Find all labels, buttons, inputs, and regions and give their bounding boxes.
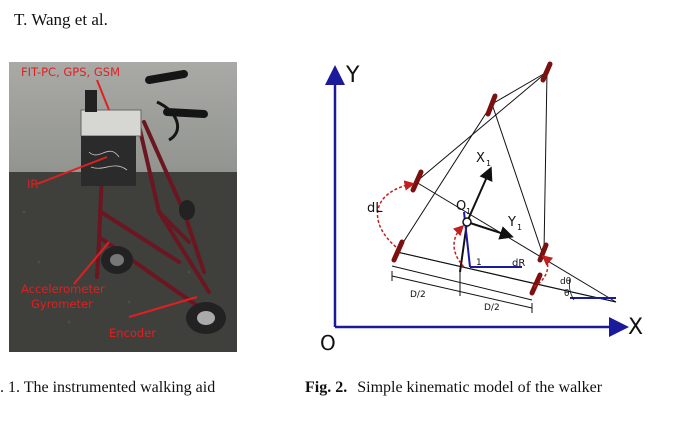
figure2-caption-text: Simple kinematic model of the walker <box>357 379 603 396</box>
figure2-caption: Fig. 2. Simple kinematic model of the wa… <box>305 378 665 397</box>
label-Y1: Y <box>507 215 516 230</box>
origin-label: O <box>320 331 336 355</box>
axis-y-label: Y <box>345 63 360 88</box>
figure2-caption-label: Fig. 2. <box>305 379 348 396</box>
front-wheel <box>101 246 133 274</box>
label-fitpc: FIT-PC, GPS, GSM <box>21 65 120 79</box>
label-Y1-sub: 1 <box>517 223 522 232</box>
dim-left-half: D/2 <box>410 290 426 300</box>
axis-x-label: X <box>628 315 643 340</box>
label-theta: θ <box>564 289 570 299</box>
label-O1-sub: 1 <box>466 207 471 216</box>
rear-wheel <box>186 302 226 334</box>
label-dtheta: dθ <box>560 277 572 287</box>
label-encoder: Encoder <box>109 326 156 340</box>
figure1-caption: . 1. The instrumented walking aid <box>0 379 216 396</box>
label-dR: dR <box>512 258 525 269</box>
walker-photo: FIT-PC, GPS, GSM IR Accelerometer Gyrome… <box>9 62 237 352</box>
kinematic-diagram: Y X O D/2 D/2 <box>312 52 662 362</box>
label-X1-sub: 1 <box>486 159 491 168</box>
label-accelerometer: Accelerometer <box>21 282 105 296</box>
running-header: T. Wang et al. <box>14 10 108 29</box>
label-one: 1 <box>476 258 482 268</box>
world-axes <box>325 65 629 337</box>
label-X1: X <box>476 151 485 166</box>
label-dL: dL <box>367 201 383 216</box>
label-O1: O <box>456 199 466 214</box>
label-gyrometer: Gyrometer <box>31 297 93 311</box>
dim-right-half: D/2 <box>484 303 500 313</box>
label-ir: IR <box>27 177 38 191</box>
